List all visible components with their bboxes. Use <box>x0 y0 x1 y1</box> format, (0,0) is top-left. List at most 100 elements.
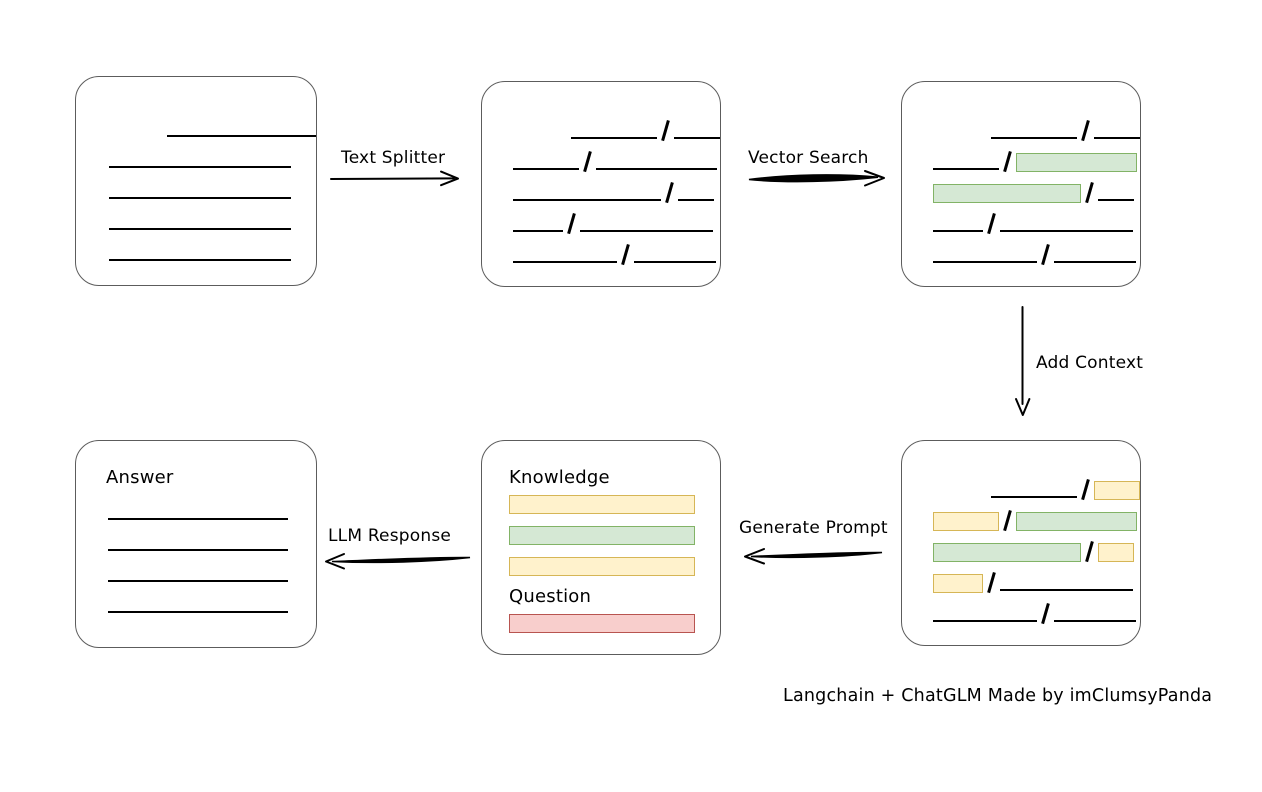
document-row <box>482 215 720 233</box>
document-row <box>902 183 1140 203</box>
text-line-segment <box>634 247 716 263</box>
chunk-separator-slash <box>579 152 596 172</box>
source-document-rows <box>76 77 316 285</box>
chunk-separator-slash <box>563 214 580 234</box>
node-prompt[interactable]: Knowledge Question <box>481 440 721 655</box>
text-line-segment <box>933 154 999 170</box>
text-line-segment <box>596 154 717 170</box>
yellow-highlight-segment <box>933 511 999 531</box>
edge-label-llm-response: LLM Response <box>328 526 452 546</box>
document-row <box>76 565 316 583</box>
document-row <box>902 511 1140 531</box>
node-split-document[interactable] <box>481 81 721 287</box>
chunk-separator-slash <box>657 121 674 141</box>
document-row <box>902 122 1140 140</box>
node-context-document[interactable] <box>901 440 1141 646</box>
text-line-segment <box>109 245 291 261</box>
text-line-segment <box>580 216 713 232</box>
text-line-segment <box>1094 123 1140 139</box>
text-line-segment <box>1054 247 1136 263</box>
document-row <box>902 542 1140 562</box>
split-document-rows <box>482 82 720 286</box>
node-matched-document[interactable] <box>901 81 1141 287</box>
text-line-segment <box>109 152 291 168</box>
answer-label: Answer <box>106 467 174 488</box>
yellow-highlight-segment <box>1094 480 1140 500</box>
text-line-segment <box>1098 185 1134 201</box>
document-row <box>76 151 316 169</box>
credit-text: Langchain + ChatGLM Made by imClumsyPand… <box>783 686 1213 706</box>
chunk-separator-slash <box>1077 121 1094 141</box>
context-document-rows <box>902 441 1140 645</box>
text-line-segment <box>991 123 1078 139</box>
green-highlight-segment <box>933 183 1081 203</box>
arrow-add-context <box>1015 306 1031 416</box>
document-row <box>902 480 1140 500</box>
document-row <box>902 152 1140 172</box>
text-line-segment <box>674 123 720 139</box>
document-row <box>902 246 1140 264</box>
chunk-separator-slash <box>1081 183 1098 203</box>
question-bar <box>509 614 695 633</box>
document-row <box>76 503 316 521</box>
arrow-vector-search <box>748 170 885 187</box>
arrow-generate-prompt <box>744 548 883 565</box>
text-line-segment <box>513 216 563 232</box>
green-highlight-segment <box>933 542 1081 562</box>
text-line-segment <box>571 123 658 139</box>
text-line-segment <box>108 504 288 520</box>
answer-rows <box>76 503 316 647</box>
chunk-separator-slash <box>999 511 1016 531</box>
text-line-segment <box>1000 575 1133 591</box>
text-line-segment <box>933 216 983 232</box>
chunk-separator-slash <box>1081 542 1098 562</box>
chunk-separator-slash <box>983 573 1000 593</box>
node-source-document[interactable] <box>75 76 317 286</box>
knowledge-bar <box>509 557 695 576</box>
node-answer[interactable]: Answer <box>75 440 317 648</box>
chunk-separator-slash <box>999 152 1016 172</box>
document-row <box>482 153 720 171</box>
edge-label-add-context: Add Context <box>1036 353 1144 373</box>
text-line-segment <box>108 535 288 551</box>
chunk-separator-slash <box>617 245 634 265</box>
text-line-segment <box>1000 216 1133 232</box>
text-line-segment <box>109 183 291 199</box>
chunk-separator-slash <box>1077 480 1094 500</box>
question-label: Question <box>509 586 592 607</box>
text-line-segment <box>991 482 1078 498</box>
text-line-segment <box>167 121 316 137</box>
document-row <box>76 596 316 614</box>
document-row <box>902 605 1140 623</box>
document-row <box>482 122 720 140</box>
text-line-segment <box>678 185 714 201</box>
document-row <box>76 213 316 231</box>
chunk-separator-slash <box>661 183 678 203</box>
yellow-highlight-segment <box>933 573 983 593</box>
knowledge-bar <box>509 495 695 514</box>
text-line-segment <box>513 185 661 201</box>
document-row <box>902 215 1140 233</box>
document-row <box>482 246 720 264</box>
document-row <box>76 244 316 262</box>
yellow-highlight-segment <box>1098 542 1134 562</box>
text-line-segment <box>513 154 579 170</box>
chunk-separator-slash <box>1037 604 1054 624</box>
knowledge-bar <box>509 526 695 545</box>
knowledge-label: Knowledge <box>509 467 610 488</box>
text-line-segment <box>108 597 288 613</box>
edge-label-generate-prompt: Generate Prompt <box>739 518 888 538</box>
arrow-text-splitter <box>330 170 459 187</box>
arrow-llm-response <box>325 553 471 570</box>
matched-document-rows <box>902 82 1140 286</box>
text-line-segment <box>108 566 288 582</box>
document-row <box>76 182 316 200</box>
text-line-segment <box>933 606 1037 622</box>
text-line-segment <box>513 247 617 263</box>
document-row <box>482 184 720 202</box>
edge-label-vector-search: Vector Search <box>748 148 869 168</box>
green-highlight-segment <box>1016 511 1137 531</box>
chunk-separator-slash <box>1037 245 1054 265</box>
chunk-separator-slash <box>983 214 1000 234</box>
